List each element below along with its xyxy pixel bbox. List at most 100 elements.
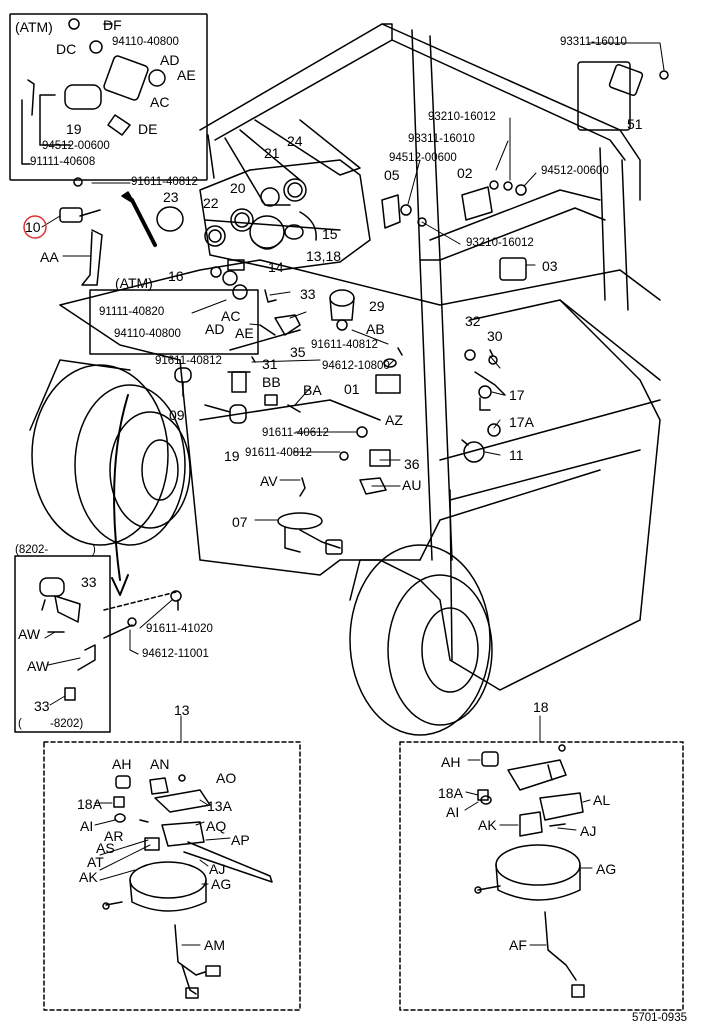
small-parts-middle bbox=[174, 259, 403, 497]
callout-al-18: AL bbox=[593, 792, 611, 808]
detail-box-18 bbox=[399, 741, 684, 1011]
callout-ae-b: AE bbox=[235, 325, 254, 341]
callout-07: 07 bbox=[232, 514, 248, 530]
callout-35: 35 bbox=[290, 344, 306, 360]
callout-23: 23 bbox=[163, 189, 179, 205]
callout-05: 05 bbox=[384, 167, 400, 183]
callout-19-b: 19 bbox=[224, 448, 240, 464]
callout-atm-top: (ATM) bbox=[15, 19, 53, 35]
callout-01: 01 bbox=[344, 381, 360, 397]
leader-lines bbox=[41, 42, 665, 946]
callout-aq-13: AQ bbox=[206, 818, 227, 834]
callout-ak-13: AK bbox=[79, 869, 98, 885]
callout-16: 16 bbox=[168, 268, 184, 284]
detail-18-parts bbox=[474, 744, 585, 998]
inset-atm-top bbox=[9, 13, 208, 181]
callout-atm-mid: (ATM) bbox=[115, 275, 153, 291]
callout-aj-18: AJ bbox=[580, 823, 597, 839]
callout-ah-13: AH bbox=[112, 756, 132, 772]
overhead-guard bbox=[199, 23, 641, 561]
callout-ac: AC bbox=[150, 94, 170, 110]
callout-13a: 13A bbox=[207, 798, 232, 814]
detail-18-title: 18 bbox=[533, 699, 549, 715]
callout-ag-13: AG bbox=[211, 876, 232, 892]
callout-19: 19 bbox=[66, 121, 82, 137]
inset-range-a-close: ) bbox=[92, 544, 96, 556]
callout-91111-40608: 91111-40608 bbox=[30, 156, 96, 168]
callout-15: 15 bbox=[322, 226, 338, 242]
arrow-to-bracket bbox=[130, 198, 157, 247]
callout-at-13: AT bbox=[87, 854, 104, 870]
callout-am-13: AM bbox=[204, 937, 225, 953]
callout-20: 20 bbox=[230, 180, 246, 196]
callout-10: 10 bbox=[25, 219, 41, 235]
callout-29: 29 bbox=[369, 298, 385, 314]
front-wheel bbox=[29, 359, 191, 546]
inset-range-b-end: -8202) bbox=[50, 718, 84, 730]
callout-93210-16012-a: 93210-16012 bbox=[428, 111, 496, 123]
callout-33-b: 33 bbox=[81, 574, 97, 590]
callout-aa: AA bbox=[40, 249, 59, 265]
rear-wheel bbox=[349, 544, 493, 736]
callout-ah-18: AH bbox=[441, 754, 461, 770]
callout-ab: AB bbox=[366, 321, 385, 337]
callout-22: 22 bbox=[203, 195, 219, 211]
callout-94512-00600: 94512-00600 bbox=[42, 140, 110, 152]
detail-13-parts bbox=[102, 774, 273, 999]
callout-91111-40820: 91111-40820 bbox=[99, 306, 165, 318]
callout-91611-40812-b: 91611-40812 bbox=[155, 355, 222, 367]
callout-11: 11 bbox=[509, 447, 524, 463]
callout-av: AV bbox=[260, 473, 278, 489]
gauges bbox=[156, 178, 317, 247]
callout-18a-18: 18A bbox=[438, 785, 463, 801]
callout-ai-18: AI bbox=[446, 804, 460, 820]
callout-94110-40800-b: 94110-40800 bbox=[114, 328, 181, 340]
callout-09: 09 bbox=[169, 407, 185, 423]
arrow-to-inset bbox=[113, 394, 129, 581]
callout-bb: BB bbox=[262, 374, 281, 390]
bracket-aa bbox=[59, 177, 103, 286]
switch-assembly-19 bbox=[21, 18, 166, 165]
inset-8202-parts bbox=[39, 577, 182, 701]
callout-ad: AD bbox=[160, 52, 180, 68]
callout-18a-13: 18A bbox=[77, 796, 102, 812]
callout-de: DE bbox=[138, 121, 158, 137]
callout-94512-00600-b: 94512-00600 bbox=[389, 152, 457, 164]
inset-range-a: (8202- bbox=[15, 544, 49, 556]
callout-aw-a: AW bbox=[18, 626, 41, 642]
detail-13-title: 13 bbox=[174, 702, 190, 718]
callout-31: 31 bbox=[262, 356, 278, 372]
callout-af-18: AF bbox=[509, 937, 527, 953]
callout-an-13: AN bbox=[150, 756, 170, 772]
callout-30: 30 bbox=[487, 328, 503, 344]
callout-94612-11001: 94612-11001 bbox=[142, 648, 209, 660]
callout-dc: DC bbox=[56, 41, 77, 57]
callout-94612-10800: 94612-10800 bbox=[322, 360, 390, 372]
callout-03: 03 bbox=[542, 258, 558, 274]
callout-df: DF bbox=[103, 17, 122, 33]
callout-ac-b: AC bbox=[221, 308, 241, 324]
callout-33-c: 33 bbox=[34, 698, 50, 714]
inset-8202 bbox=[14, 555, 111, 733]
callout-91611-40612: 91611-40612 bbox=[262, 427, 329, 439]
callout-21: 21 bbox=[264, 145, 280, 161]
callout-ad-b: AD bbox=[205, 321, 225, 337]
callout-au: AU bbox=[402, 477, 422, 493]
callout-36: 36 bbox=[404, 456, 420, 472]
callout-ap-13: AP bbox=[231, 832, 250, 848]
callout-aj-13: AJ bbox=[209, 861, 226, 877]
callout-ar-13: AR bbox=[104, 828, 124, 844]
callout-13-18: 13,18 bbox=[306, 248, 342, 264]
inset-range-b: ( bbox=[18, 718, 22, 730]
dashboard bbox=[199, 159, 371, 271]
callout-ai-13: AI bbox=[80, 818, 94, 834]
callout-ba: BA bbox=[303, 382, 322, 398]
upper-right-parts bbox=[381, 61, 669, 463]
callout-ak-18: AK bbox=[478, 817, 497, 833]
callout-93311-16010-b: 93311-16010 bbox=[408, 133, 475, 145]
detail-box-13 bbox=[43, 741, 301, 1011]
highlight-ring-10 bbox=[23, 215, 47, 239]
callout-33: 33 bbox=[300, 286, 316, 302]
